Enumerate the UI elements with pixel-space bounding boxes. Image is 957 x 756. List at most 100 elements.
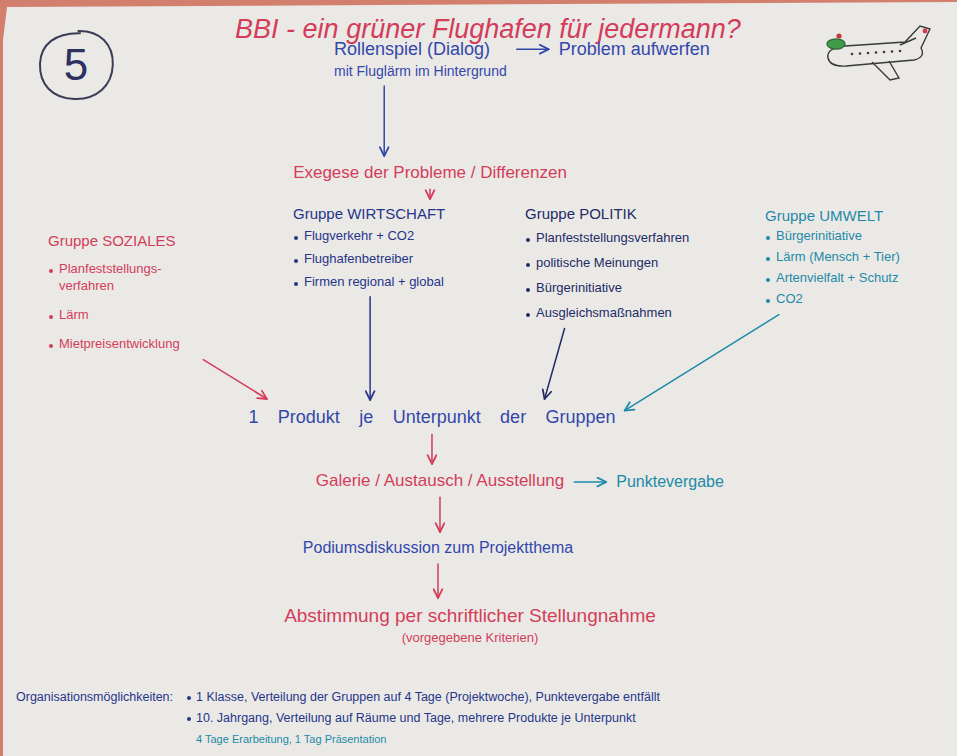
- flow-arrow: [574, 481, 606, 483]
- bullet-dot: [526, 263, 530, 267]
- bullet-dot: [187, 696, 191, 700]
- flow-step: Rollenspiel (Dialog) mit Fluglärm im Hint…: [330, 36, 511, 82]
- bullet-dot: [526, 238, 530, 242]
- flow-arrow: [437, 564, 439, 598]
- list-item-text: Ausgleichsmaßnahmen: [536, 305, 672, 322]
- list-item-text: Planfeststellungsverfahren: [536, 230, 689, 247]
- list-item: Ausgleichsmaßnahmen: [525, 305, 689, 322]
- flow-arrow: [369, 297, 371, 400]
- airplane-tail-mark: [923, 29, 928, 34]
- airplane-window: [891, 50, 894, 53]
- flow-step: Exegese der Probleme / Differenzen: [289, 160, 571, 185]
- list-item: Planfeststellungsverfahren: [525, 230, 689, 247]
- flow-step: Problem aufwerfen: [555, 36, 714, 63]
- paper-sheet: [3, 2, 957, 756]
- list-item: Firmen regional + global: [293, 274, 465, 291]
- circle-content: 5: [36, 28, 116, 102]
- note-text: 10. Jahrgang, Verteilung auf Räume und T…: [196, 711, 636, 725]
- flow-arrow: [439, 497, 441, 532]
- list-item: politische Meinungen: [525, 255, 689, 272]
- bullet-dot: [766, 299, 770, 303]
- list-item-text: Flugverkehr + CO2: [304, 228, 414, 245]
- list-item: Flugverkehr + CO2: [293, 228, 465, 245]
- list-item-text: Lärm: [59, 307, 89, 324]
- airplane-window: [883, 51, 886, 54]
- flow-arrow: [383, 86, 385, 156]
- number-circle: 5: [36, 28, 116, 102]
- airplane-window: [899, 50, 902, 53]
- step-text: Abstimmung per schriftlicher Stellungnah…: [284, 604, 656, 628]
- flow-arrow: [545, 329, 565, 399]
- group-heading: Gruppe WIRTSCHAFT: [293, 205, 465, 222]
- airplane-drawing: [827, 26, 930, 80]
- step-text: Punktevergabe: [616, 472, 724, 492]
- flow-step: Punktevergabe: [612, 470, 728, 494]
- list-item-text: Mietpreisentwicklung: [59, 336, 180, 353]
- note-text: Organisationsmöglichkeiten:: [16, 690, 173, 704]
- list-item: Lärm: [48, 307, 214, 324]
- flow-step: Podiumsdiskussion zum Projektthema: [299, 536, 577, 560]
- list-item: Planfeststellungs- verfahren: [48, 261, 214, 295]
- flow-arrow: [517, 49, 549, 51]
- group-heading: Gruppe UMWELT: [765, 207, 900, 224]
- step-text: 1 Produkt je Unterpunkt der Gruppen: [248, 406, 615, 429]
- list-item-text: Bürgerinitiative: [536, 280, 622, 297]
- bullet-dot: [294, 236, 298, 240]
- list-item: CO2: [765, 291, 900, 308]
- list-item-text: Bürgerinitiative: [776, 228, 862, 245]
- group-list: Gruppe UMWELT BürgerinitiativeLärm (Mensc…: [762, 205, 903, 310]
- group-list: Gruppe SOZIALESPlanfeststellungs- verfah…: [45, 230, 217, 355]
- airplane-tailwing: [900, 38, 916, 45]
- step-note: mit Fluglärm im Hintergrund: [334, 63, 507, 81]
- list-item-text: Flughafenbetreiber: [304, 251, 413, 268]
- flow-arrow: [625, 315, 779, 411]
- circle-outline: [40, 31, 113, 99]
- list-item-text: politische Meinungen: [536, 255, 658, 272]
- list-item-text: Artenvielfalt + Schutz: [776, 270, 898, 287]
- flow-step: Galerie / Austausch / Ausstellung: [312, 468, 569, 493]
- list-item-text: Planfeststellungs- verfahren: [59, 261, 214, 295]
- bullet-dot: [49, 344, 53, 348]
- list-item: Artenvielfalt + Schutz: [765, 270, 900, 287]
- list-item: Flughafenbetreiber: [293, 251, 465, 268]
- flow-step: 1 Produkt je Unterpunkt der Gruppen: [244, 404, 619, 431]
- airplane-cockpit: [827, 39, 845, 49]
- airplane-window: [851, 53, 854, 56]
- airplane-pilot: [836, 33, 841, 38]
- step-text: Rollenspiel (Dialog): [334, 38, 507, 61]
- step-text: Problem aufwerfen: [559, 38, 710, 61]
- airplane-window: [867, 52, 870, 55]
- flow-arrow: [431, 435, 433, 465]
- step-note: (vorgegebene Kriterien): [284, 630, 656, 646]
- list-item-text: Lärm (Mensch + Tier): [776, 249, 900, 266]
- bullet-dot: [294, 259, 298, 263]
- group-list: Gruppe WIRTSCHAFT Flugverkehr + CO2Flugha…: [290, 203, 468, 293]
- flow-arrow: [203, 360, 267, 399]
- list-item-text: Firmen regional + global: [304, 274, 444, 291]
- list-item: Bürgerinitiative: [525, 280, 689, 297]
- group-heading: Gruppe POLITIK: [525, 205, 689, 222]
- bullet-dot: [49, 315, 53, 319]
- step-text: Exegese der Probleme / Differenzen: [293, 162, 567, 183]
- flow-step: Abstimmung per schriftlicher Stellungnah…: [280, 602, 660, 648]
- step-text: Galerie / Austausch / Ausstellung: [316, 470, 565, 491]
- list-item: Mietpreisentwicklung: [48, 336, 214, 353]
- list-item-text: CO2: [776, 291, 803, 308]
- note-text: 4 Tage Erarbeitung, 1 Tag Präsentation: [196, 733, 386, 745]
- airplane-wing: [872, 61, 899, 80]
- bullet-dot: [294, 282, 298, 286]
- group-list: Gruppe POLITIK Planfeststellungsverfahren…: [522, 203, 692, 324]
- airplane-window: [859, 52, 862, 55]
- bullet-dot: [766, 257, 770, 261]
- bullet-dot: [766, 236, 770, 240]
- bullet-dot: [187, 717, 191, 721]
- list-item: Bürgerinitiative: [765, 228, 900, 245]
- bullet-dot: [49, 269, 53, 273]
- note-text: 1 Klasse, Verteilung der Gruppen auf 4 T…: [196, 690, 660, 704]
- bullet-dot: [526, 288, 530, 292]
- airplane-window: [875, 51, 878, 54]
- airplane-body: [828, 26, 930, 66]
- step-text: Podiumsdiskussion zum Projektthema: [303, 538, 573, 558]
